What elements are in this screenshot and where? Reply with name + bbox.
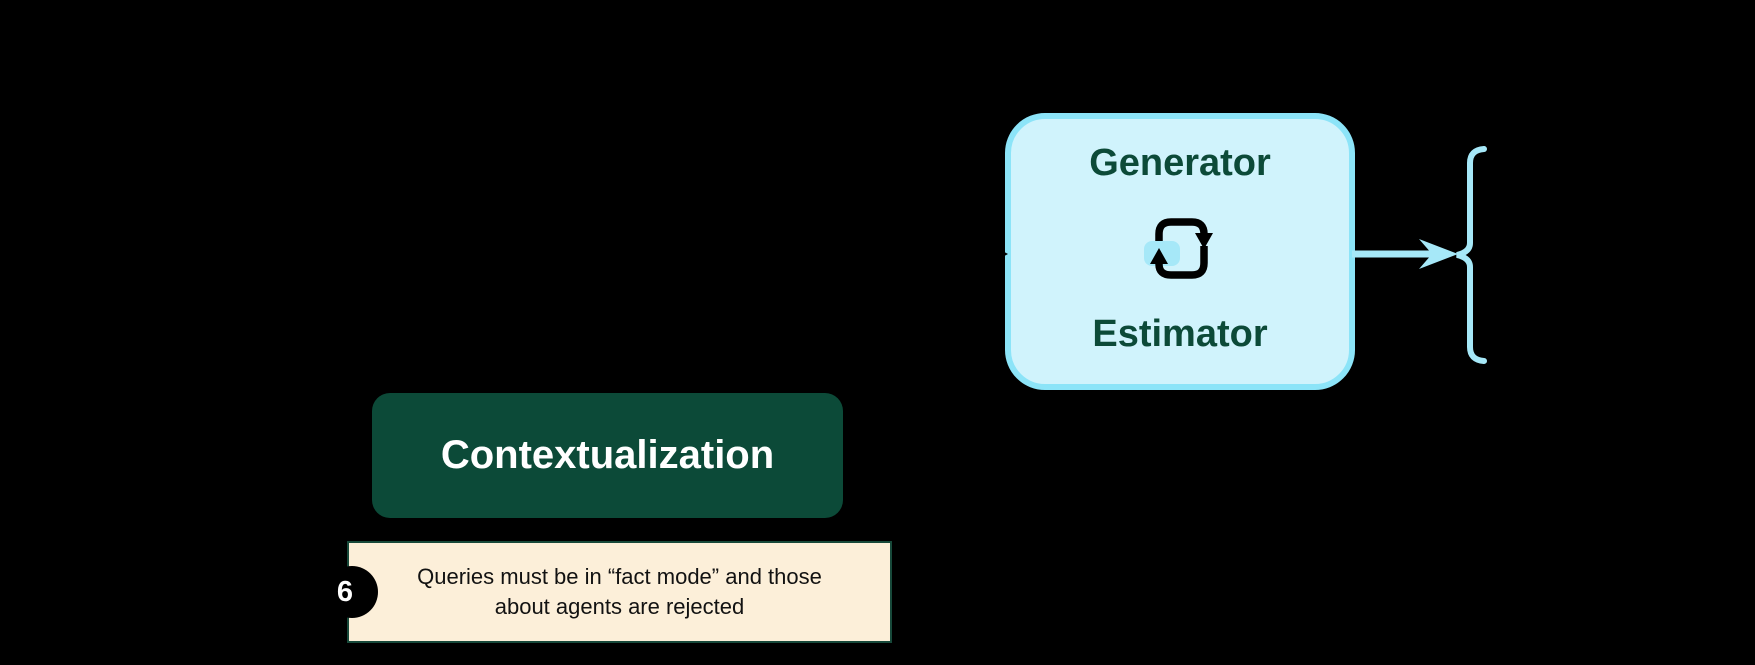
loop-top-arc bbox=[1155, 217, 1208, 252]
loop-cycle-icon bbox=[1144, 217, 1213, 279]
output-arrowhead-icon bbox=[1419, 239, 1458, 269]
note-box: Queries must be in “fact mode” and those… bbox=[347, 541, 892, 643]
estimator-label: Estimator bbox=[1092, 313, 1268, 355]
generator-estimator-box: Generator Estimator bbox=[1005, 113, 1355, 390]
note-line-2: about agents are rejected bbox=[494, 594, 745, 619]
loop-down-arrowhead-icon bbox=[1195, 232, 1213, 249]
loop-bottom-arc bbox=[1155, 245, 1208, 279]
generator-label: Generator bbox=[1089, 142, 1271, 184]
curly-brace bbox=[1456, 146, 1487, 364]
contextualization-label: Contextualization bbox=[440, 433, 775, 477]
loop-up-arrowhead-icon bbox=[1150, 247, 1168, 264]
note-badge: 6 bbox=[326, 566, 378, 618]
note-line-1: Queries must be in “fact mode” and those bbox=[417, 564, 822, 589]
note-badge-number: 6 bbox=[336, 575, 354, 608]
contextualization-box: Contextualization bbox=[372, 393, 843, 518]
